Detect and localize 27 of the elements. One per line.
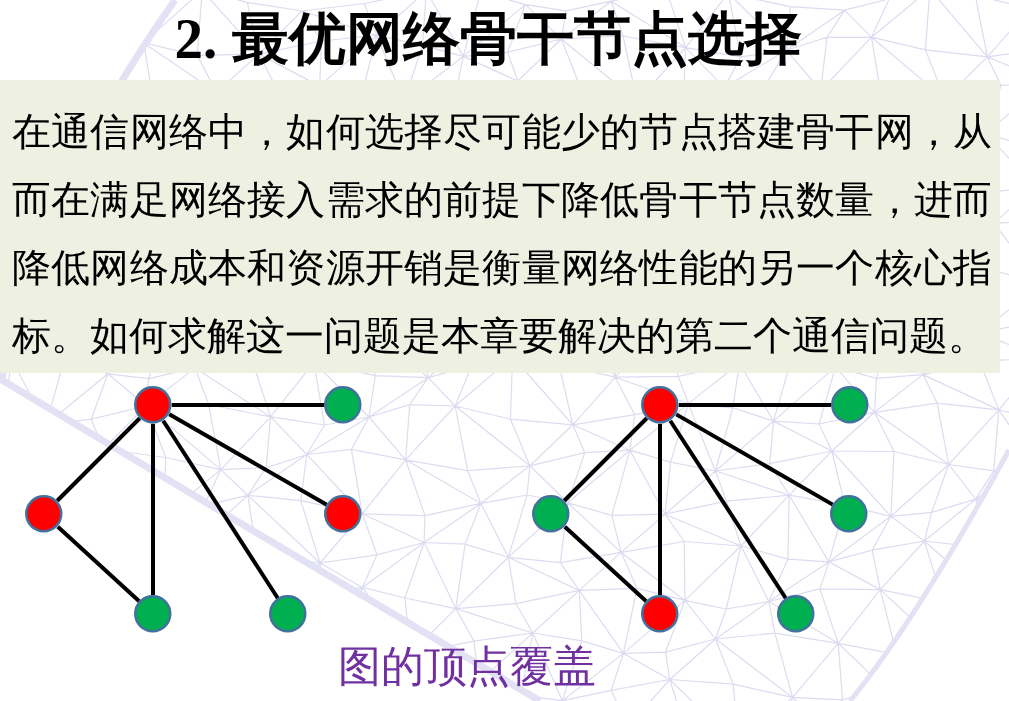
graph-edge — [55, 416, 142, 503]
graph-edge — [161, 419, 280, 600]
graph-vertex — [25, 495, 63, 533]
graph-edge — [668, 419, 788, 600]
graph-edge — [658, 423, 662, 596]
graph-edge — [675, 412, 834, 507]
graph-vertex — [830, 495, 868, 533]
graph-vertex — [324, 386, 362, 424]
caption: 图的顶点覆盖 — [338, 642, 596, 692]
graph-vertex — [269, 595, 307, 633]
graph-edge — [563, 525, 648, 603]
graph-vertex — [134, 386, 172, 424]
graph-vertex — [831, 386, 869, 424]
graph-edge — [171, 403, 325, 407]
graph-edge — [168, 412, 328, 507]
graph-vertex — [641, 386, 679, 424]
graph-edge — [56, 525, 141, 603]
text-panel: 在通信网络中，如何选择尽可能少的节点搭建骨干网，从而在满足网络接入需求的前提下降低骨干节点数量，进而降低网络成本和资源开销是衡量网络性能的另一个核心指标。如何求解这一问题是本章要解决的第二个通信问题。 — [0, 80, 1000, 373]
graph-vertex — [777, 595, 815, 633]
graph-vertex — [532, 495, 570, 533]
graph-vertex — [324, 495, 362, 533]
title: 2. 最优网络骨干节点选择 — [174, 6, 802, 72]
graph-edge — [678, 403, 832, 407]
graph-edge — [562, 416, 649, 503]
graph-vertex — [641, 595, 679, 633]
graph-edge — [151, 423, 155, 596]
graph-vertex — [134, 595, 172, 633]
